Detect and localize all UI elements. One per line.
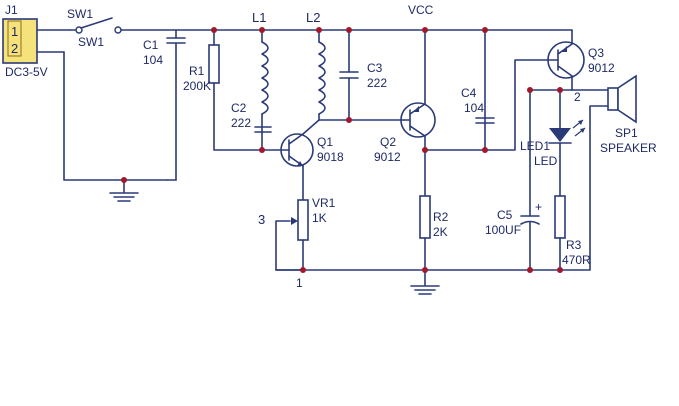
q2-label: Q2 bbox=[380, 135, 396, 149]
c4-value: 104 bbox=[464, 101, 484, 115]
c5-polarity-label: + bbox=[535, 200, 542, 214]
c2-value: 222 bbox=[231, 116, 251, 130]
vcc-label: VCC bbox=[408, 3, 434, 17]
transistor-q1 bbox=[261, 119, 320, 201]
r1-label: R1 bbox=[189, 64, 205, 78]
r2-label: R2 bbox=[433, 210, 449, 224]
q3-value: 9012 bbox=[588, 61, 615, 75]
j1-label: J1 bbox=[5, 3, 18, 17]
c4-label: C4 bbox=[461, 86, 477, 100]
r1-value: 200K bbox=[183, 79, 211, 93]
l2-label: L2 bbox=[306, 10, 320, 25]
c5-value: 100UF bbox=[485, 223, 521, 237]
supply-voltage-label: DC3-5V bbox=[5, 65, 48, 79]
c1-label: C1 bbox=[143, 38, 159, 52]
q1-value: 9018 bbox=[317, 150, 344, 164]
potentiometer-vr1 bbox=[275, 199, 309, 271]
speaker-pin-label: 2 bbox=[574, 90, 581, 104]
transistor-q3 bbox=[484, 29, 585, 91]
q3-label: Q3 bbox=[588, 46, 604, 60]
led-led1 bbox=[548, 89, 586, 197]
r2-value: 2K bbox=[433, 225, 448, 239]
connector-pin1-label: 1 bbox=[11, 24, 18, 39]
c1-value: 104 bbox=[143, 53, 163, 67]
sw1-label-top: SW1 bbox=[67, 7, 93, 21]
c2-label: C2 bbox=[231, 101, 247, 115]
q2-value: 9012 bbox=[374, 150, 401, 164]
left-return-wire bbox=[63, 51, 168, 181]
transistor-q2 bbox=[400, 29, 436, 151]
connector-pin2-label: 2 bbox=[11, 41, 18, 56]
capacitor-c3 bbox=[339, 29, 359, 121]
inductor-l2 bbox=[318, 29, 326, 121]
c3-label: C3 bbox=[367, 61, 383, 75]
ground-symbol-right bbox=[410, 285, 440, 295]
speaker-sp1 bbox=[559, 74, 637, 271]
led1-label: LED1 bbox=[520, 139, 550, 153]
capacitor-c5 bbox=[520, 89, 540, 271]
q1-label: Q1 bbox=[317, 135, 333, 149]
c3-value: 222 bbox=[367, 76, 387, 90]
speaker-label: SPEAKER bbox=[600, 141, 657, 155]
capacitor-c2 bbox=[254, 126, 272, 133]
capacitor-c1 bbox=[166, 29, 186, 181]
r3-value: 470R bbox=[562, 253, 591, 267]
switch-sw1 bbox=[69, 17, 177, 34]
vr1-pin3-label: 3 bbox=[258, 212, 265, 227]
led-label: LED bbox=[534, 154, 558, 168]
resistor-r3 bbox=[554, 195, 566, 271]
r3-label: R3 bbox=[566, 238, 582, 252]
vr1-value: 1K bbox=[312, 211, 327, 225]
capacitor-c4 bbox=[475, 117, 495, 124]
q3-base-wire bbox=[424, 59, 549, 151]
sw1-label-bottom: SW1 bbox=[78, 35, 104, 49]
c5-label: C5 bbox=[497, 208, 513, 222]
sp1-label: SP1 bbox=[615, 126, 638, 140]
junction-dots bbox=[121, 27, 563, 273]
l1-label: L1 bbox=[252, 10, 266, 25]
connector-j1 bbox=[2, 18, 71, 64]
resistor-r2 bbox=[419, 149, 431, 271]
vr1-label: VR1 bbox=[312, 196, 336, 210]
vr1-pin1-label: 1 bbox=[296, 276, 303, 290]
ground-symbol-left bbox=[109, 192, 139, 202]
resistor-r1 bbox=[208, 29, 263, 151]
